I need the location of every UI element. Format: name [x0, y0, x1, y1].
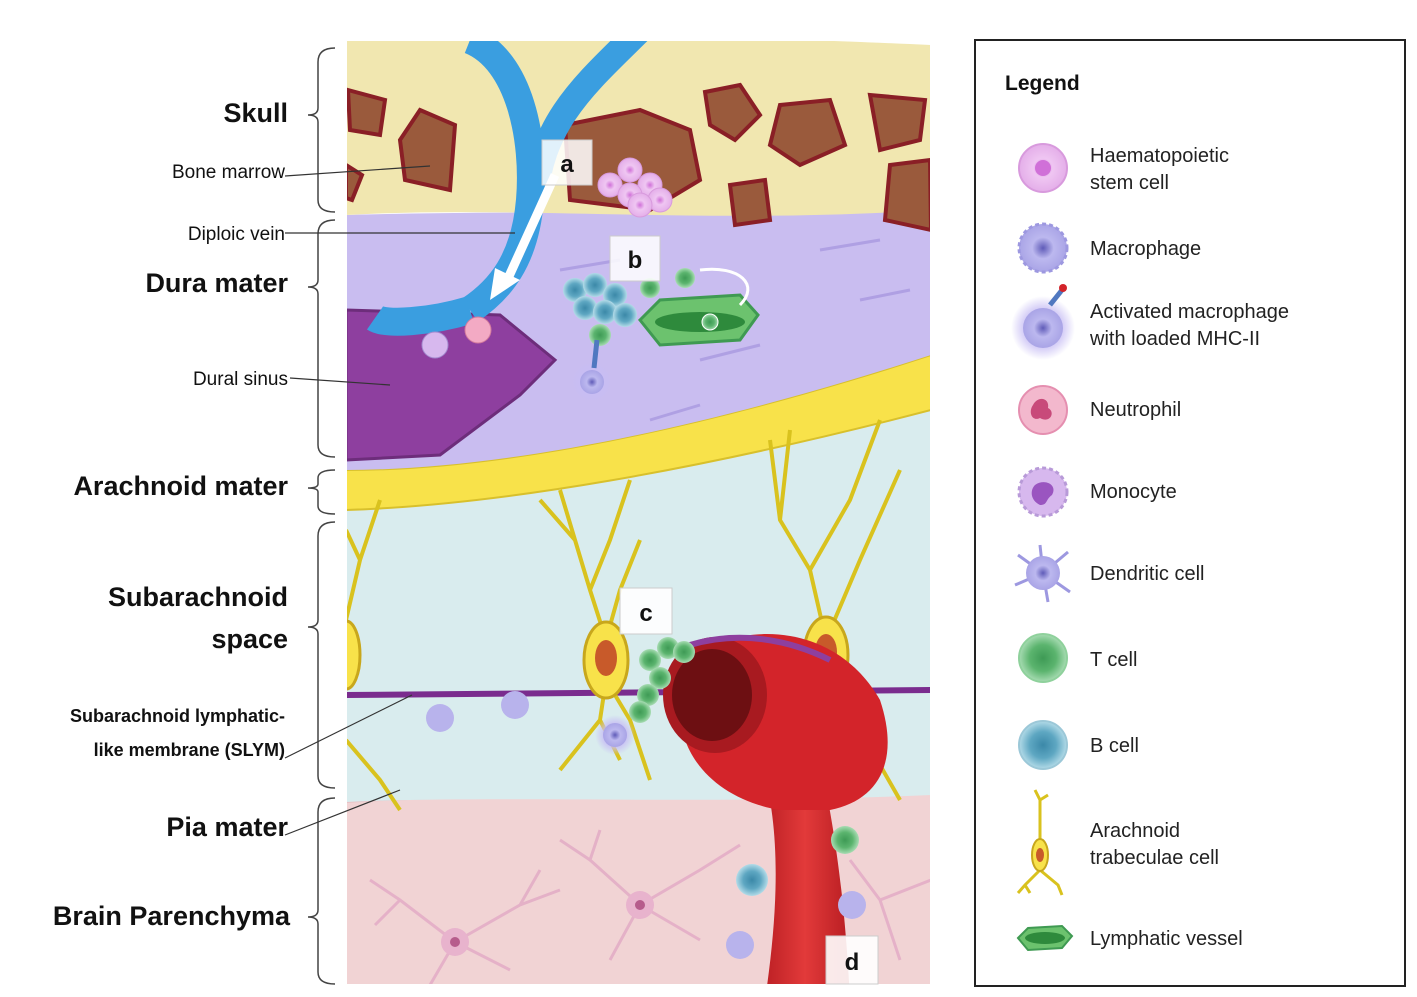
dural-sinus-shape: [346, 308, 558, 462]
neuron-network: [369, 829, 931, 985]
lymphatic-vessel-icon: [1016, 924, 1074, 952]
svg-text:d: d: [845, 949, 860, 976]
bone-marrow-fragments: [346, 82, 931, 233]
legend-label-hsc-2: stem cell: [1090, 172, 1169, 194]
legend-label-t-cell: T cell: [1090, 649, 1137, 671]
activated-macrophage: [580, 370, 604, 394]
legend-label-neutrophil: Neutrophil: [1090, 399, 1181, 421]
label-dural-sinus: Dural sinus: [193, 369, 288, 390]
legend: Legend: [974, 39, 1406, 987]
label-subarachnoid: Subarachnoid: [108, 582, 288, 612]
legend-label-activated-2: with loaded MHC-II: [1089, 328, 1260, 350]
legend-label-lymphatic: Lymphatic vessel: [1090, 928, 1243, 950]
t-cell-cluster: [629, 637, 695, 723]
pointer-lines: [284, 165, 515, 836]
lymphatic-vessel: [637, 267, 760, 347]
macrophage: [726, 931, 754, 959]
label-bone-marrow: Bone marrow: [172, 162, 285, 183]
legend-label-activated-1: Activated macrophage: [1090, 301, 1289, 323]
label-pia-mater: Pia mater: [166, 812, 288, 842]
legend-label-dendritic: Dendritic cell: [1090, 563, 1204, 585]
t-cell-icon: [1018, 633, 1068, 683]
b-cell-icon: [1018, 720, 1068, 770]
marker-b: b: [609, 235, 661, 282]
svg-text:b: b: [628, 247, 643, 274]
label-dura-mater: Dura mater: [145, 268, 288, 298]
arrow-a: [500, 173, 560, 287]
label-brain-parenchyma: Brain Parenchyma: [53, 901, 291, 931]
legend-label-macrophage: Macrophage: [1090, 238, 1201, 260]
legend-label-hsc-1: Haematopoietic: [1090, 145, 1229, 167]
neutrophil-icon: [1018, 385, 1068, 435]
marker-a: a: [541, 139, 593, 186]
svg-text:a: a: [560, 151, 574, 178]
label-slym-line1: Subarachnoid lymphatic-: [70, 706, 285, 726]
macrophage: [838, 891, 866, 919]
activated-macrophage: [603, 723, 627, 747]
b-cell: [736, 864, 768, 896]
dendritic-cell-icon: [1014, 544, 1071, 603]
label-diploic-vein: Diploic vein: [188, 224, 285, 245]
haematopoietic-stem-cell-icon: [1018, 143, 1068, 193]
dendritic-cell: [501, 691, 529, 719]
label-skull: Skull: [223, 98, 288, 128]
macrophage-icon: [1017, 222, 1069, 274]
legend-title: Legend: [1005, 72, 1080, 95]
label-slym-line2: like membrane (SLYM): [94, 740, 285, 760]
marker-c: c: [619, 587, 673, 635]
svg-text:c: c: [639, 600, 652, 627]
marker-d: d: [825, 935, 879, 985]
stem-cell-cluster: [597, 157, 673, 218]
t-cell: [831, 826, 859, 854]
artery: [663, 634, 888, 985]
legend-label-b-cell: B cell: [1090, 735, 1139, 757]
monocyte: [421, 331, 449, 359]
layer-braces: [307, 47, 336, 985]
activated-macrophage-icon: [1011, 284, 1075, 360]
legend-label-trabeculae-1: Arachnoid: [1090, 820, 1180, 842]
legend-label-trabeculae-2: trabeculae cell: [1090, 847, 1219, 869]
anatomy-panel: [346, 40, 931, 985]
label-arachnoid-mater: Arachnoid mater: [73, 471, 288, 501]
monocyte-icon: [1017, 466, 1069, 518]
label-space: space: [211, 624, 288, 654]
dendritic-cell: [426, 704, 454, 732]
neutrophil: [464, 316, 492, 344]
b-cell-cluster: [563, 268, 695, 346]
legend-label-monocyte: Monocyte: [1090, 481, 1177, 503]
arachnoid-trabeculae-cell-icon: [1016, 789, 1064, 896]
